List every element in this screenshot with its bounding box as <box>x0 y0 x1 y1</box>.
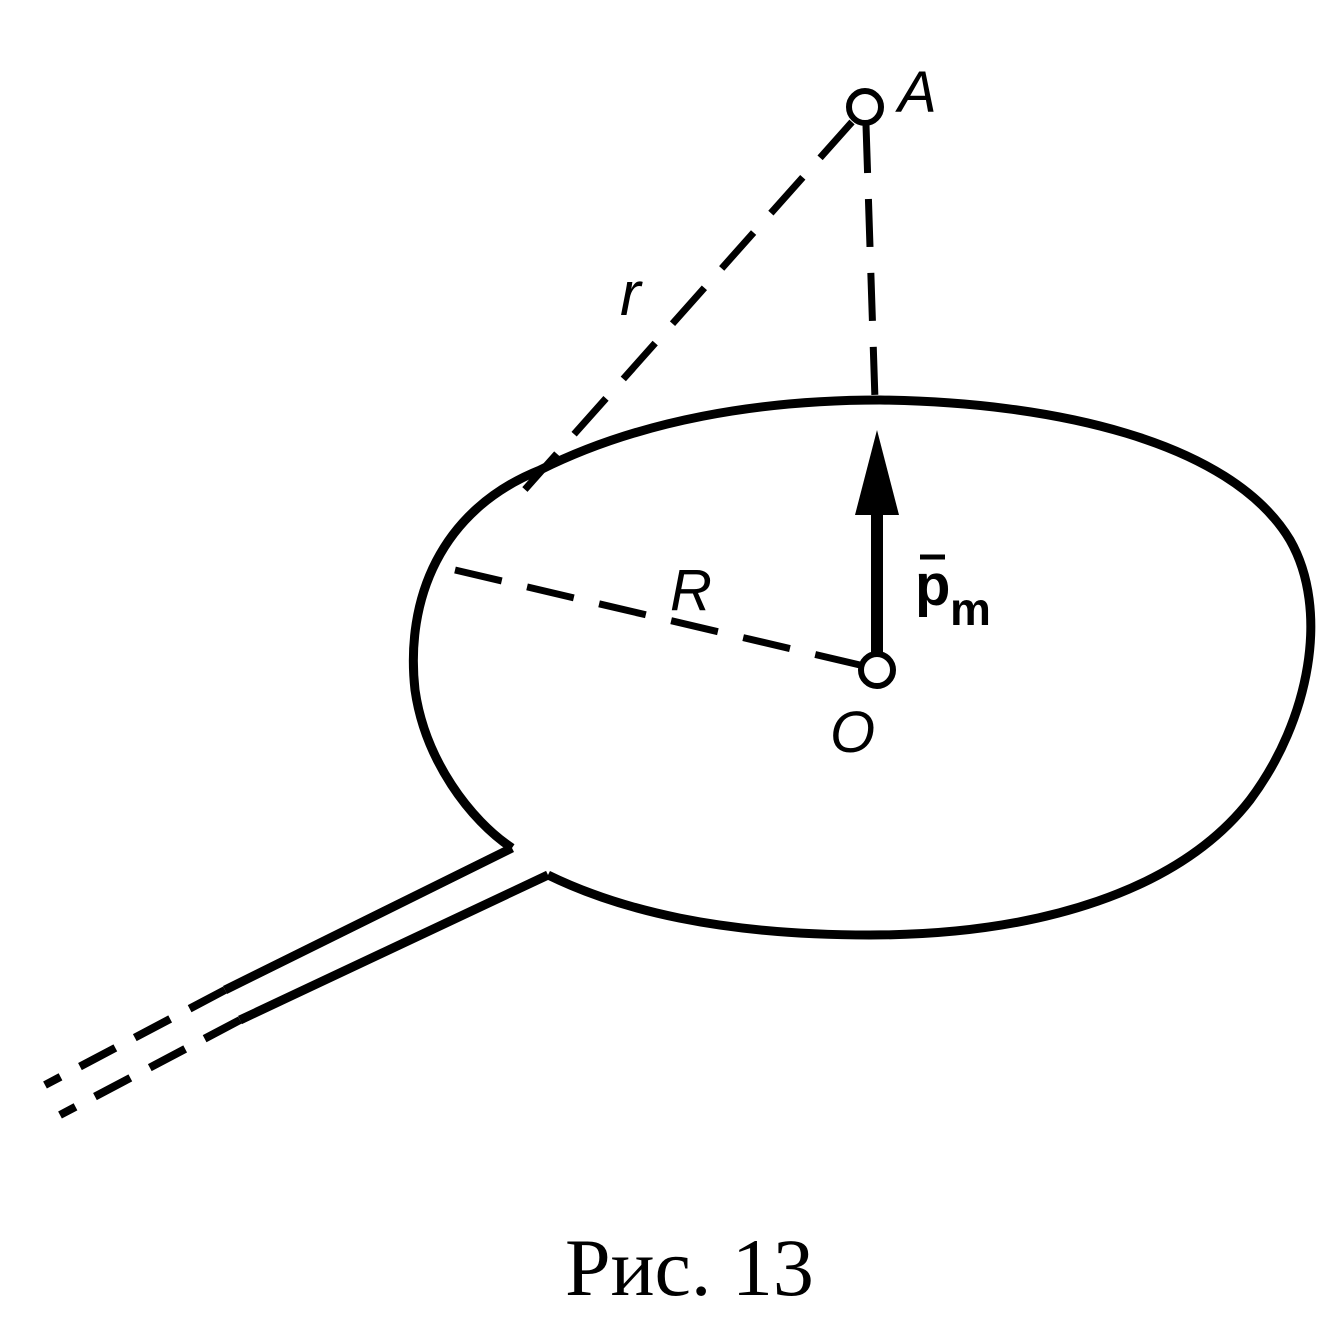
label-p: p <box>915 553 950 618</box>
lead-wire-2 <box>238 870 550 1025</box>
point-a-marker <box>846 88 884 126</box>
lead-wire-1 <box>223 843 514 995</box>
label-big-r: R <box>670 558 712 623</box>
arrow-head <box>855 430 899 515</box>
label-r: r <box>620 260 643 329</box>
label-a: A <box>895 60 937 125</box>
label-m: m <box>950 583 991 635</box>
current-loop <box>408 395 1316 940</box>
figure-caption: Рис. 13 <box>565 1222 814 1313</box>
radius-line <box>454 566 861 669</box>
lead-wire-1-dashed <box>43 986 227 1089</box>
lead-wire-2-dashed <box>58 1016 242 1119</box>
axis-line <box>862 124 879 401</box>
center-o-marker <box>858 651 896 689</box>
distance-r-line <box>517 119 855 498</box>
label-o: O <box>830 700 875 765</box>
